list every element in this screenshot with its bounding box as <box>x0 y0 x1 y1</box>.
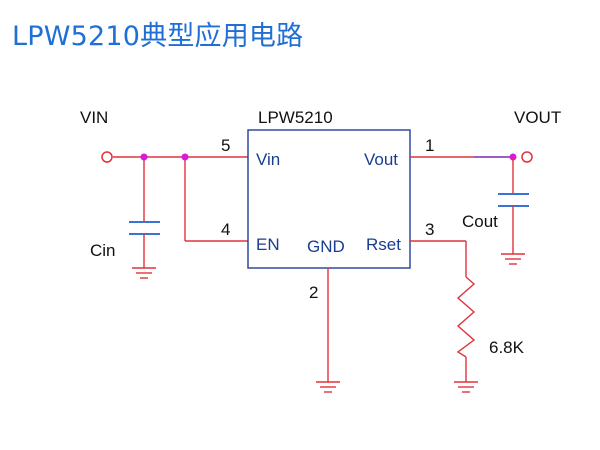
resistor-icon <box>456 276 476 358</box>
pin-name-en: EN <box>256 235 280 254</box>
cout-ground-icon <box>501 253 525 265</box>
gnd-ground-icon <box>316 381 340 393</box>
junction-dot <box>140 153 148 161</box>
chip-label: LPW5210 <box>258 108 333 127</box>
vin-label: VIN <box>80 108 108 127</box>
vout-label: VOUT <box>514 108 561 127</box>
chip-body <box>247 129 411 269</box>
pin-number-rset: 3 <box>425 220 434 239</box>
page-title: LPW5210典型应用电路 <box>12 21 304 52</box>
pin-number-vin: 5 <box>221 136 230 155</box>
cin-ground-icon <box>132 267 156 279</box>
rset-ground-icon <box>454 381 478 393</box>
pin-number-vout: 1 <box>425 136 434 155</box>
resistor-value-label: 6.8K <box>489 338 525 357</box>
pin-name-rset: Rset <box>366 235 401 254</box>
pin-name-gnd: GND <box>307 237 345 256</box>
pin-number-en: 4 <box>221 220 230 239</box>
pin-name-vout: Vout <box>364 150 398 169</box>
vout-terminal <box>521 151 533 163</box>
pin-name-vin: Vin <box>256 150 280 169</box>
vin-terminal <box>101 151 113 163</box>
cin-label: Cin <box>90 241 116 260</box>
cout-label: Cout <box>462 212 498 231</box>
pin-number-gnd: 2 <box>309 283 318 302</box>
junction-dot <box>181 153 189 161</box>
